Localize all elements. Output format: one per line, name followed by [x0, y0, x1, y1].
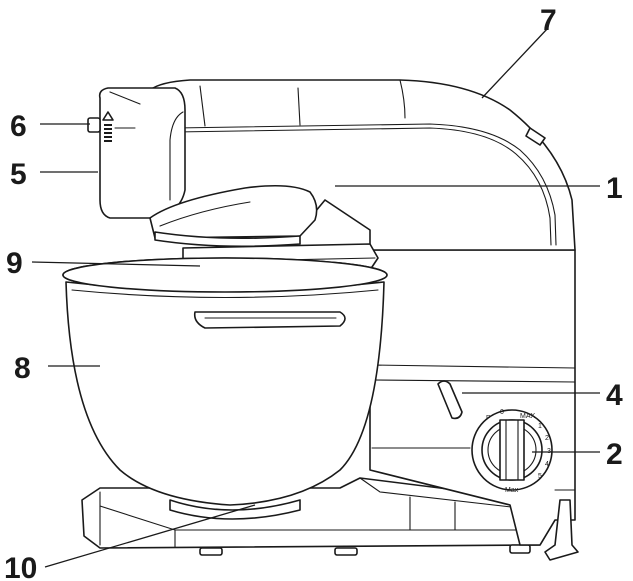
callout-labels: 6 5 9 8 1 7 4 2 10: [4, 4, 623, 581]
callout-4: 4: [606, 379, 623, 412]
callout-leaders: [31, 27, 600, 568]
dial-mark-2: 2: [545, 435, 549, 442]
mixing-bowl: [62, 257, 388, 520]
callout-7: 7: [540, 4, 557, 37]
callout-2: 2: [606, 438, 623, 471]
callout-5: 5: [10, 158, 27, 191]
callout-10: 10: [4, 552, 37, 581]
dial-mark-1: 1: [538, 423, 542, 430]
release-lever[interactable]: [437, 380, 463, 420]
callout-8: 8: [14, 352, 31, 385]
side-cap-cover: [98, 87, 186, 219]
dial-mark-0: 0: [500, 409, 504, 416]
dial-mark-4: 4: [545, 461, 549, 468]
dial-mark-max: MAX: [520, 413, 536, 420]
speed-control-dial[interactable]: P 0 MAX 1 2 3 4 5 Max: [471, 409, 553, 494]
head-dome: [149, 184, 318, 248]
lock-lever-icon: [87, 111, 114, 142]
dial-mark-max-bottom: Max: [505, 487, 519, 494]
dial-mark-5: 5: [538, 473, 542, 480]
dial-mark-p: P: [486, 415, 491, 422]
callout-9: 9: [6, 247, 23, 280]
callout-6: 6: [10, 110, 27, 143]
callout-1: 1: [606, 172, 623, 205]
